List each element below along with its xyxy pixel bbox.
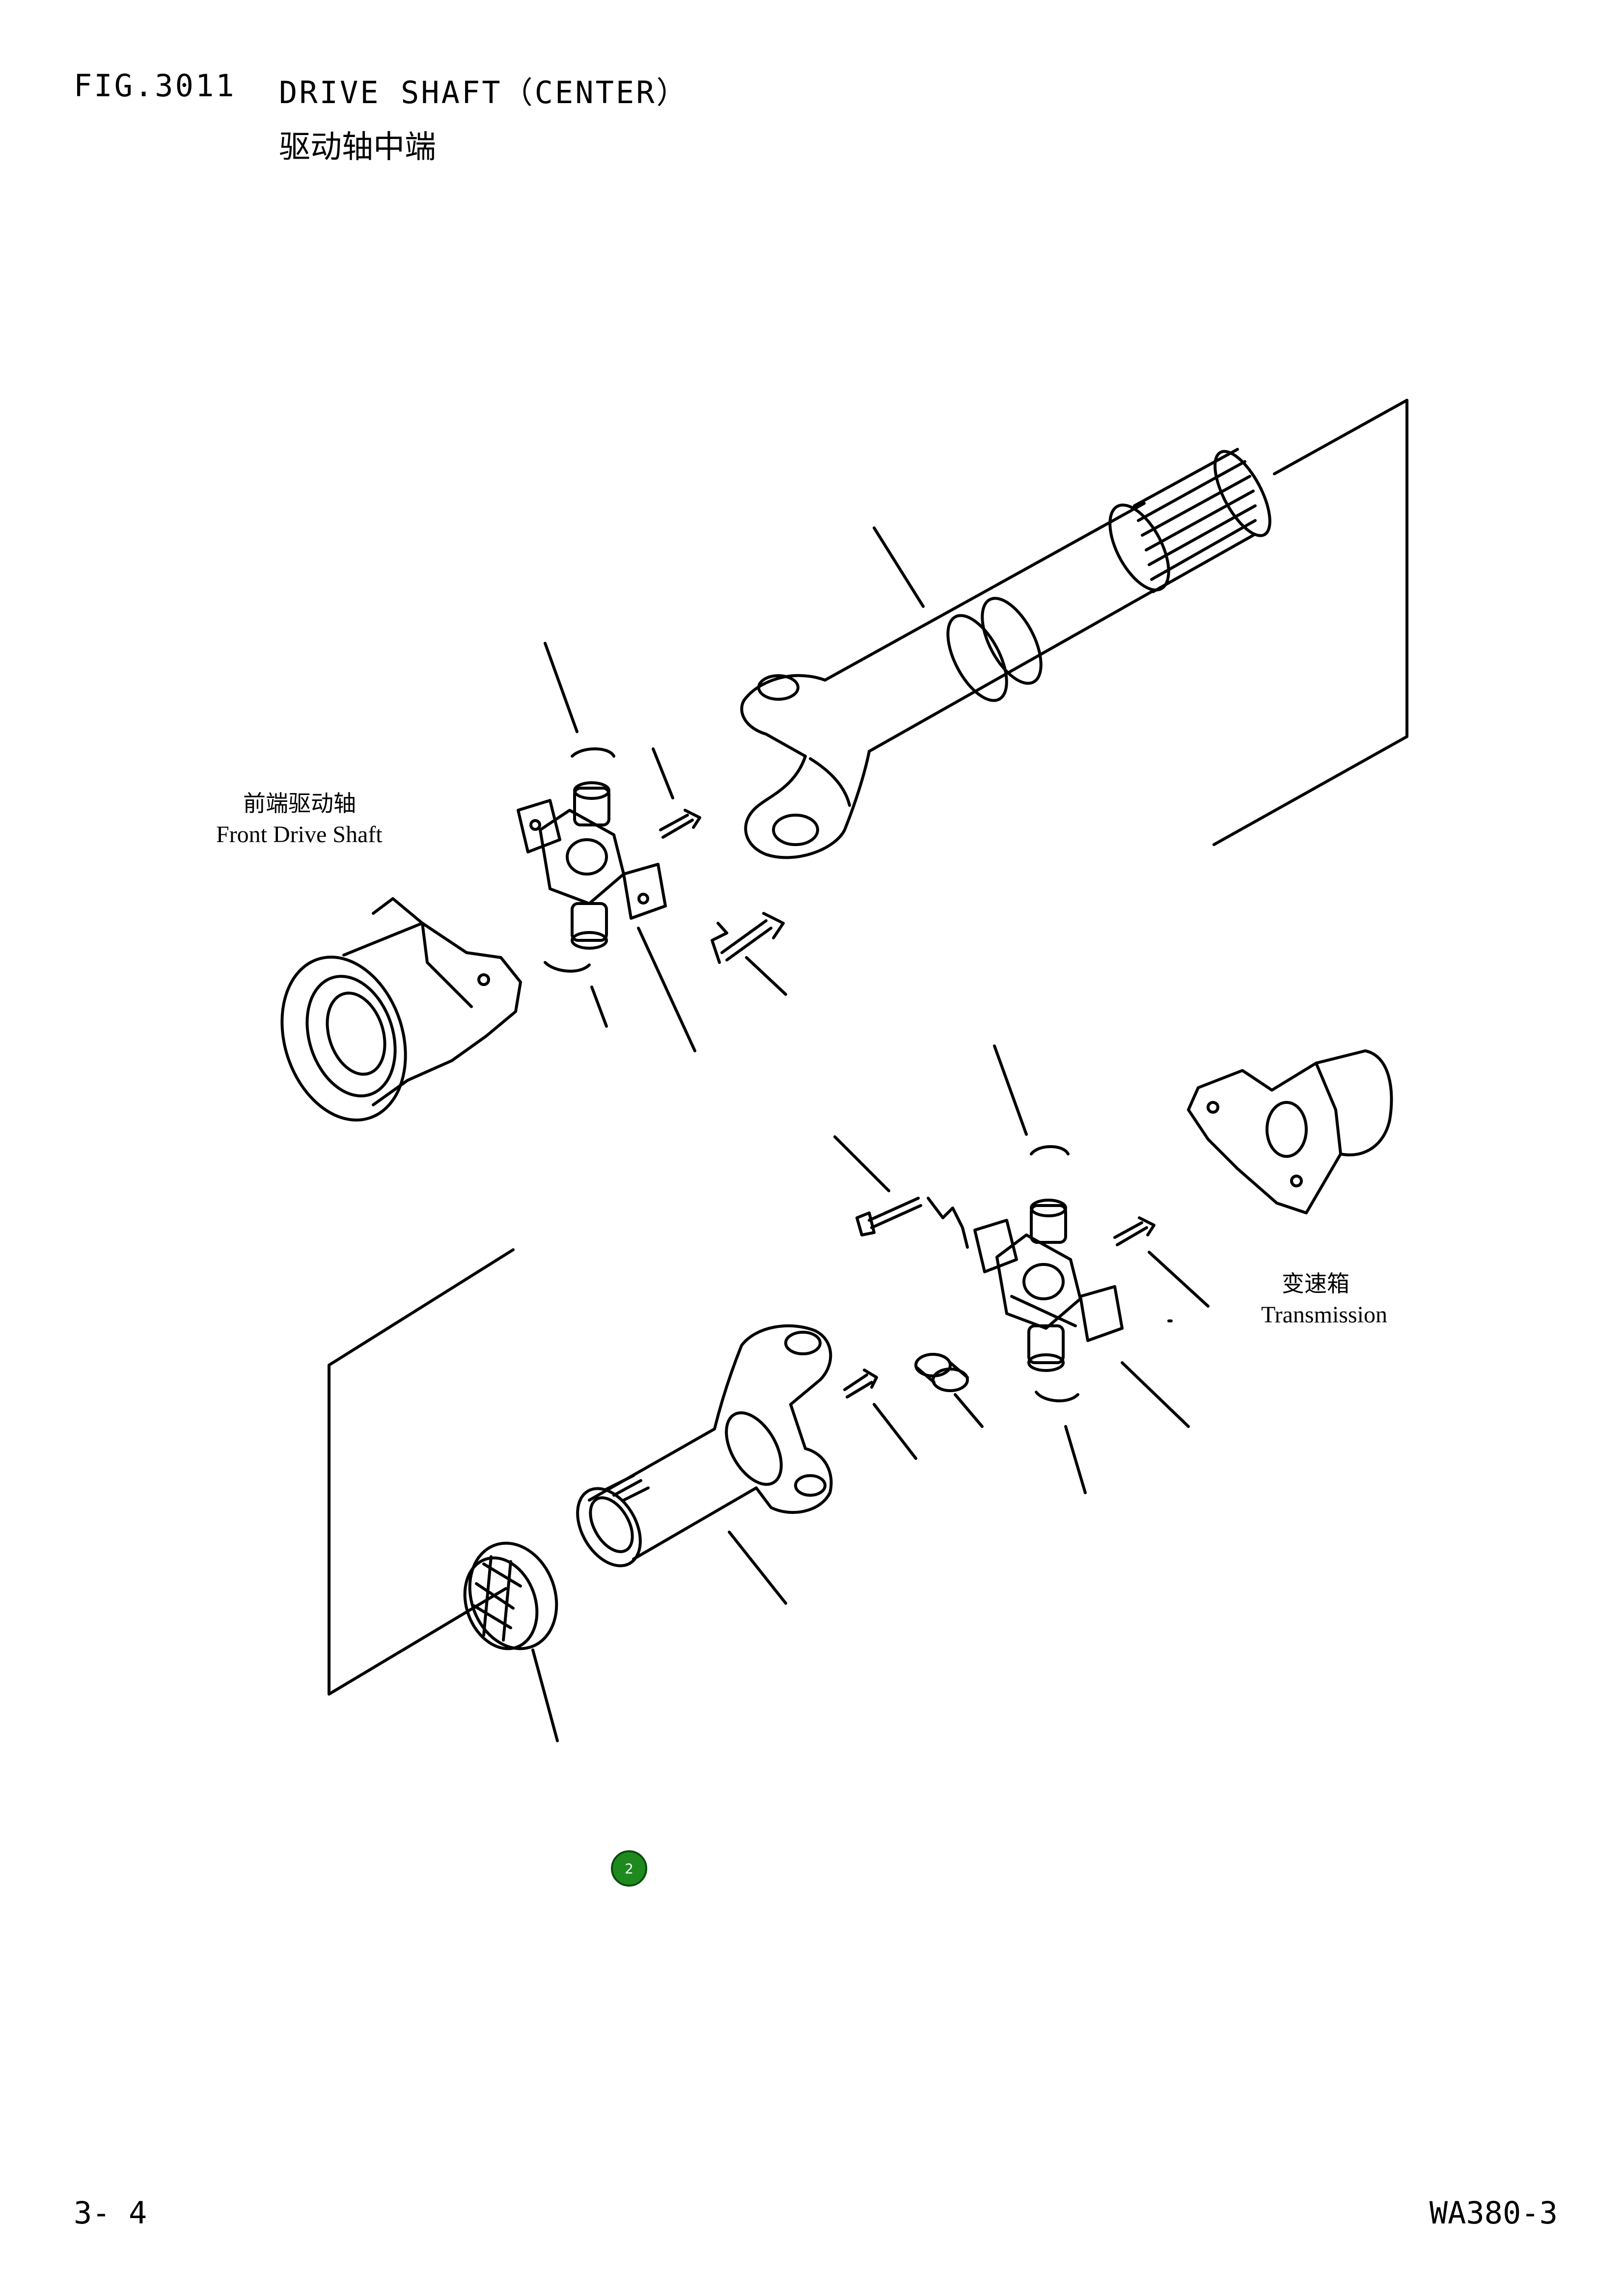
leader-line-upper-shaft bbox=[873, 526, 925, 608]
front-drive-shaft-label-cn: 前端驱动轴 bbox=[243, 790, 356, 817]
leader-line-dust-cap bbox=[531, 1648, 559, 1742]
figure-title: DRIVE SHAFT（CENTER） bbox=[279, 75, 689, 110]
leader-line-snap-ring-upper bbox=[544, 642, 578, 733]
leader-line-grease-fitting-yoke bbox=[873, 1403, 917, 1460]
front-drive-shaft-yoke bbox=[280, 897, 522, 1122]
page-number: 3- 4 bbox=[74, 2195, 147, 2231]
front-drive-shaft-label-en: Front Drive Shaft bbox=[216, 822, 383, 848]
leader-line-snap-ring-lower-2 bbox=[1064, 1425, 1087, 1494]
figure-number: FIG.3011 bbox=[74, 68, 236, 104]
leader-line-snap-ring-upper-2 bbox=[993, 1044, 1028, 1136]
upper-shaft-tube bbox=[740, 448, 1271, 859]
upper-spider-assembly bbox=[517, 642, 787, 1052]
leader-line-plug bbox=[954, 1393, 984, 1428]
model-number: WA380-3 bbox=[1429, 2195, 1558, 2231]
dust-cap bbox=[463, 1541, 559, 1742]
transmission-label-en: Transmission bbox=[1261, 1302, 1387, 1328]
leader-line-bolt-lower bbox=[833, 1135, 890, 1192]
leader-line-grease-fitting-upper bbox=[652, 747, 674, 799]
upper-boundary-lines bbox=[1212, 399, 1408, 846]
leader-line-slip-yoke bbox=[728, 1531, 787, 1605]
transmission-yoke bbox=[1187, 1049, 1393, 1214]
leader-line-spider-upper bbox=[637, 927, 696, 1052]
figure-title-chinese: 驱动轴中端 bbox=[279, 129, 436, 165]
leader-line-bolt-upper bbox=[745, 956, 787, 996]
lower-boundary-lines bbox=[328, 1248, 515, 1696]
leader-line-spider-lower bbox=[1121, 1361, 1190, 1428]
lower-small-parts bbox=[843, 1353, 984, 1460]
part-reference-marker[interactable]: 2 bbox=[611, 1850, 647, 1887]
leader-line-snap-ring-lower bbox=[590, 986, 608, 1028]
lower-spider-assembly bbox=[833, 1044, 1210, 1494]
leader-line-grease-fitting-lower bbox=[1148, 1251, 1210, 1308]
lower-slip-yoke bbox=[576, 1324, 833, 1605]
transmission-label-cn: 变速箱 bbox=[1282, 1270, 1349, 1297]
